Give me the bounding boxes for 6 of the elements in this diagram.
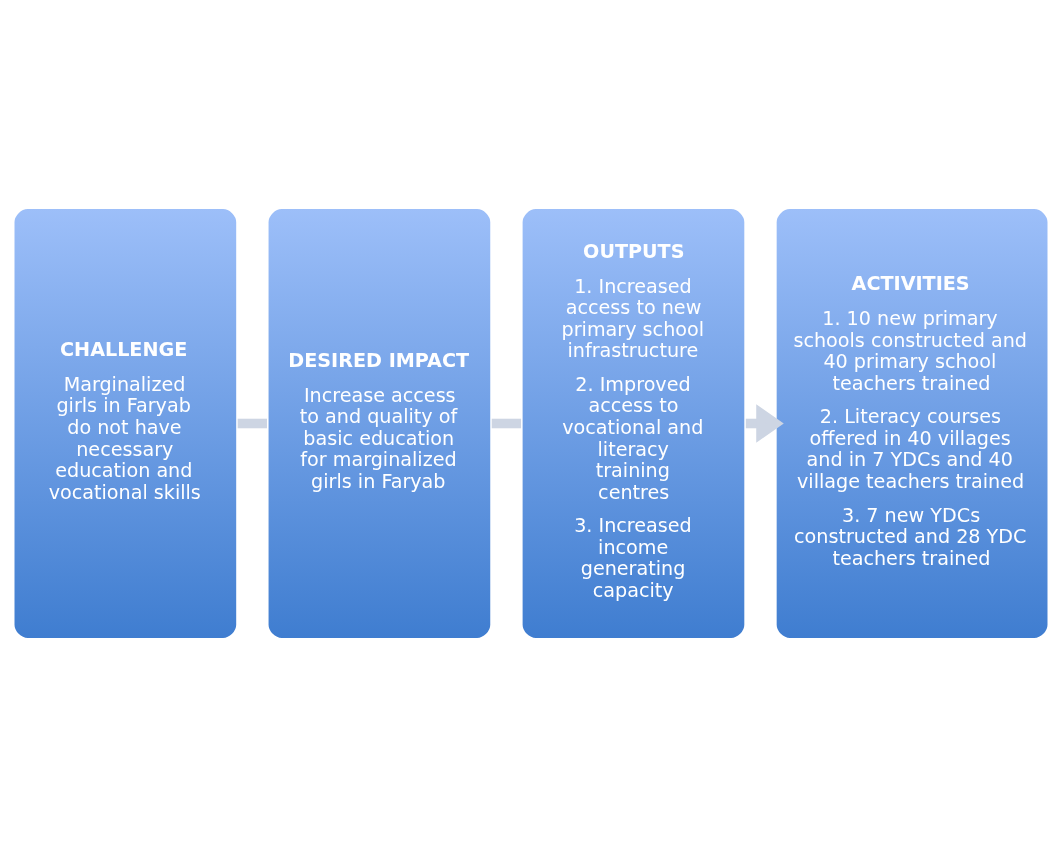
node-box: ACTIVITIES 1. 10 new primary schools constructed and 40 primary school teachers trained 2. Literacy courses offered in 40 villages and in 7 YDCs and 40 village teachers trained 3. 7 new YDCs constructed and 28 YDC teachers trained: [774, 206, 1050, 641]
node-box: CHALLENGE Marginalized girls in Faryab do not have necessary education and vocational skills: [12, 206, 239, 641]
node-box: DESIRED IMPACT Increase access to and quality of basic education for marginalized girls in Faryab: [266, 206, 493, 641]
connector: [491, 418, 522, 429]
connector: [237, 418, 267, 429]
node-box: OUTPUTS 1. Increased access to new primary school infrastructure 2. Improved access to vocational and literacy training centres 3. Increased income generating capacity: [520, 206, 747, 641]
